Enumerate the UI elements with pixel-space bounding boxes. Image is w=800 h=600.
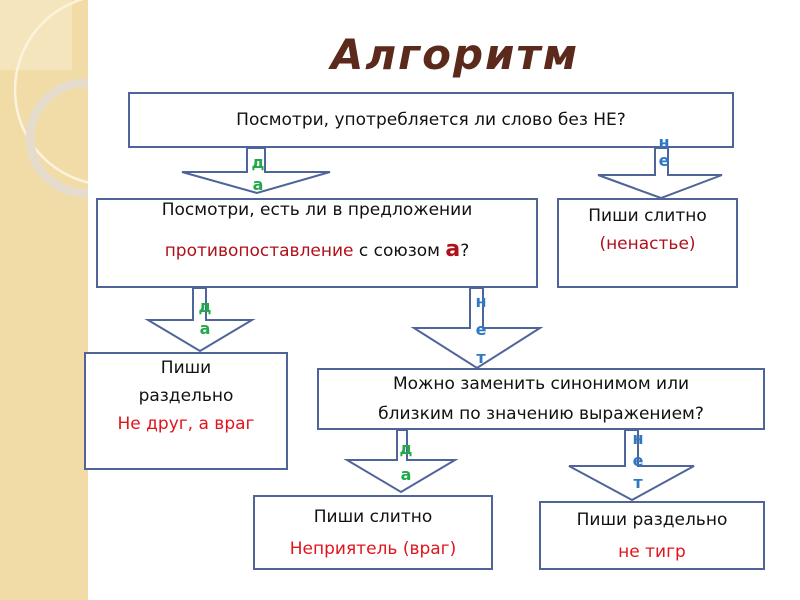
result-box-separate-1: Пиши раздельно Не друг, а враг [84, 352, 288, 470]
arrow-no-3 [568, 429, 695, 502]
decorative-circles-icon [0, 0, 88, 198]
result-box-separate-2: Пиши раздельно не тигр [539, 501, 765, 570]
no-letter: е [658, 151, 670, 170]
result-1-example: (ненастье) [599, 234, 696, 254]
yes-letter: д [399, 439, 413, 458]
question-2-mid: с союзом [353, 241, 446, 261]
no-letter: е [632, 451, 644, 470]
question-box-2: Посмотри, есть ли в предложении противоп… [96, 198, 538, 288]
result-4-line1: Пиши раздельно [576, 509, 728, 530]
question-2-end: ? [460, 241, 470, 261]
yes-letter: а [252, 175, 264, 194]
arrow-yes-3 [343, 429, 459, 494]
result-4-example: не тигр [618, 541, 686, 562]
arrow-yes-2 [144, 287, 256, 353]
question-2-line2: противопоставление с союзом а? [165, 236, 470, 265]
arrow-no-1 [597, 147, 723, 200]
no-letter: е [475, 320, 487, 339]
page-title: Алгоритм [330, 30, 580, 79]
no-letter: н [658, 133, 670, 152]
result-1-line1: Пиши слитно [588, 206, 707, 226]
arrow-no-2 [410, 287, 544, 370]
question-1-text: Посмотри, употребляется ли слово без НЕ? [236, 110, 626, 130]
yes-letter: д [198, 297, 212, 316]
no-letter: т [476, 348, 486, 367]
result-box-solid-1: Пиши слитно (ненастье) [557, 198, 738, 288]
question-box-3: Можно заменить синонимом или близким по … [317, 368, 765, 430]
conjunction-a: а [445, 237, 461, 262]
keyword-contrast: противопоставление [164, 241, 354, 261]
result-2-line2: раздельно [138, 386, 234, 406]
question-3-line1: Можно заменить синонимом или [392, 374, 690, 394]
result-box-solid-2: Пиши слитно Неприятель (враг) [253, 495, 493, 570]
result-3-example: Неприятель (враг) [289, 538, 457, 559]
arrow-yes-1 [181, 147, 331, 195]
result-2-line1: Пиши [160, 358, 212, 378]
question-box-1: Посмотри, употребляется ли слово без НЕ? [128, 92, 734, 148]
result-2-example: Не друг, а враг [117, 414, 255, 434]
yes-letter: а [199, 319, 211, 338]
no-letter: н [475, 292, 487, 311]
no-letter: т [633, 473, 643, 492]
yes-letter: д [251, 153, 265, 172]
question-3-line2: близким по значению выражением? [378, 404, 704, 424]
question-2-line1: Посмотри, есть ли в предложении [161, 200, 473, 220]
result-3-line1: Пиши слитно [313, 506, 433, 527]
no-letter: н [632, 429, 644, 448]
decorative-sidebar [0, 0, 88, 600]
yes-letter: а [400, 465, 412, 484]
